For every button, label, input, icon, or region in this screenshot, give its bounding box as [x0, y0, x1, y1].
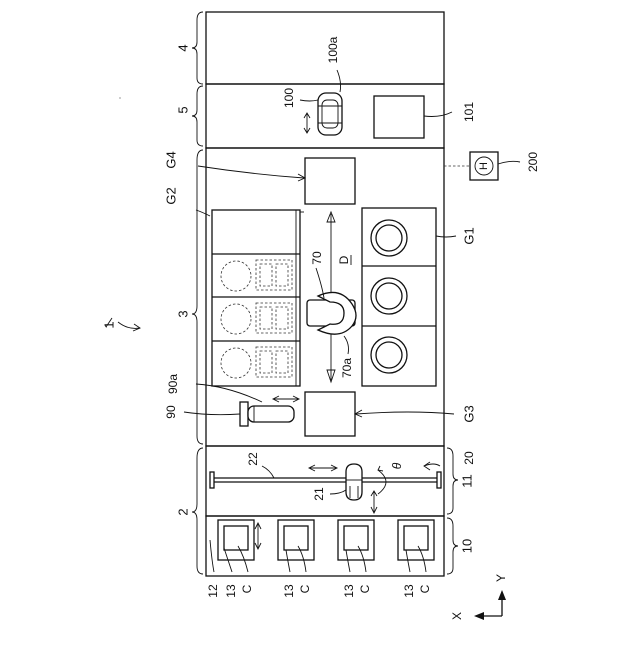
label-12: 12 — [206, 584, 220, 598]
bracket-10 — [447, 518, 458, 574]
dust-dot — [119, 97, 120, 98]
leader-13-b — [286, 550, 290, 572]
label-section-2: 2 — [175, 508, 190, 515]
label-c-1: C — [240, 584, 254, 593]
leader-70 — [316, 268, 324, 298]
label-c-3: C — [358, 584, 372, 593]
label-70: 70 — [310, 251, 324, 265]
section-4-box — [206, 12, 444, 84]
leader-100 — [300, 100, 318, 101]
figure-number-arrowhead — [133, 324, 140, 331]
label-13-3: 13 — [342, 584, 356, 598]
axis-x-label: X — [450, 612, 464, 620]
label-g4: G4 — [163, 151, 178, 168]
leader-12 — [210, 540, 214, 572]
label-13-4: 13 — [402, 584, 416, 598]
label-section-11: 11 — [459, 474, 474, 488]
leader-g1 — [436, 236, 456, 237]
leader-13-d — [406, 550, 410, 572]
label-20: 20 — [462, 451, 476, 465]
label-22: 22 — [246, 452, 260, 466]
label-101: 101 — [462, 102, 476, 122]
leader-22 — [262, 466, 274, 478]
label-section-4: 4 — [175, 44, 190, 51]
device-90-transfer — [240, 402, 294, 426]
bracket-5 — [192, 86, 203, 146]
cassette-1 — [218, 520, 254, 560]
label-section-5: 5 — [175, 106, 190, 113]
leader-g2 — [196, 210, 210, 216]
section-11-box — [206, 446, 444, 516]
label-c-4: C — [418, 584, 432, 593]
label-g3: G3 — [461, 405, 476, 422]
leader-g3 — [356, 412, 454, 414]
label-21: 21 — [312, 487, 326, 501]
cassette-3 — [338, 520, 374, 560]
cassette-2 — [278, 520, 314, 560]
axis-y-label: Y — [494, 574, 508, 582]
g1-cup-2 — [371, 278, 407, 314]
h-mark: H — [478, 162, 490, 170]
figure-number-leader — [118, 322, 140, 328]
label-100: 100 — [282, 88, 296, 108]
rail-22-end-right — [437, 472, 441, 488]
unit-g4-box — [305, 158, 355, 204]
leader-13-c — [346, 550, 350, 572]
leader-101 — [424, 112, 452, 117]
unit-g2-module-row-3 — [221, 347, 292, 378]
unit-g2 — [212, 210, 304, 386]
label-70a: 70a — [340, 358, 354, 378]
label-d: D — [337, 255, 351, 264]
unit-g3-box — [305, 392, 355, 436]
device-21-rotation-arrowhead — [378, 466, 383, 471]
bracket-2 — [192, 448, 203, 574]
leader-70a — [344, 336, 349, 354]
transfer-device-21 — [346, 464, 362, 500]
leader-21 — [330, 490, 346, 494]
bracket-11 — [447, 448, 458, 514]
leader-90 — [184, 412, 240, 415]
cassette-4 — [398, 520, 434, 560]
section-10-box — [206, 516, 444, 576]
label-90: 90 — [164, 405, 178, 419]
bracket-4 — [192, 12, 203, 84]
label-13-2: 13 — [282, 584, 296, 598]
leader-g4 — [198, 166, 304, 178]
label-90a: 90a — [166, 374, 180, 394]
unit-g1 — [362, 208, 436, 386]
leader-100a — [337, 70, 341, 92]
rail-22-end-left — [210, 472, 214, 488]
device-101-box — [374, 96, 424, 138]
label-c-2: C — [298, 584, 312, 593]
leader-200 — [498, 161, 520, 164]
device-100-transfer-arm — [318, 93, 342, 135]
label-g1: G1 — [461, 227, 476, 244]
label-100a: 100a — [326, 36, 340, 63]
transfer-arm-70 — [307, 292, 356, 334]
axis-x-arrowhead — [474, 612, 484, 620]
label-theta: θ — [390, 462, 404, 469]
label-200: 200 — [526, 152, 540, 172]
axis-y-arrowhead — [498, 590, 506, 600]
g1-cup-1 — [371, 220, 407, 256]
label-g2: G2 — [163, 187, 178, 204]
label-section-10: 10 — [459, 539, 474, 553]
label-section-3: 3 — [175, 310, 190, 317]
label-13-1: 13 — [224, 584, 238, 598]
unit-g2-module-row-2 — [221, 303, 292, 334]
bracket-3 — [192, 150, 203, 444]
unit-g2-module-row-1 — [221, 260, 292, 291]
g1-cup-3 — [371, 337, 407, 373]
